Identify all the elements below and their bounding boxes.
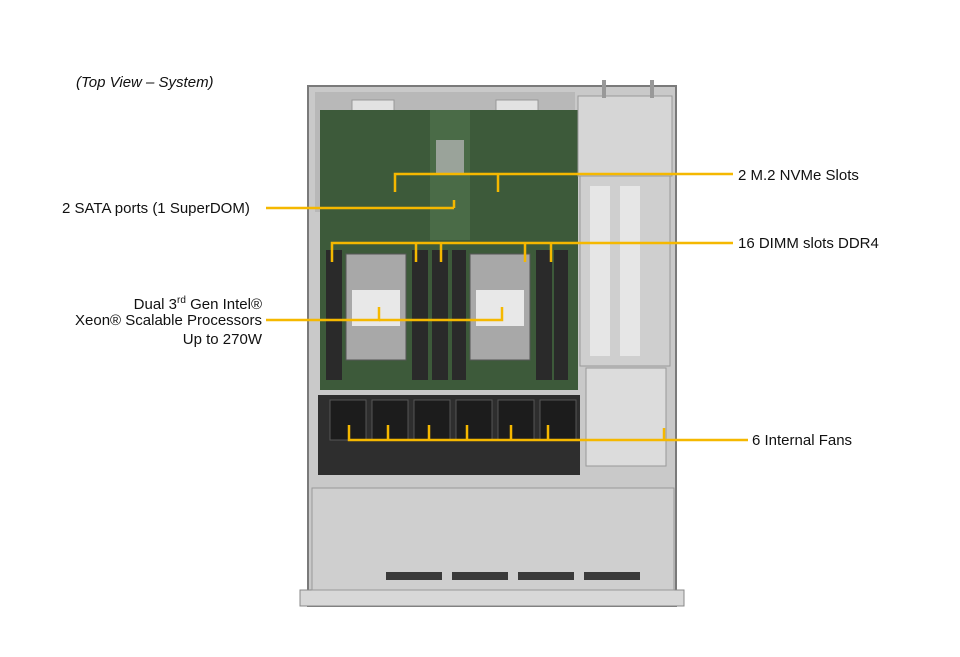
psu-cover [585,367,667,467]
sata-callout-label: 2 SATA ports (1 SuperDOM) [62,200,250,217]
cpu-callout-line3: Up to 270W [182,331,262,348]
m2-callout-label: 2 M.2 NVMe Slots [738,167,859,184]
dimm-callout-label: 16 DIMM slots DDR4 [738,235,879,252]
cpu-callout-line2: Xeon® Scalable Processors [75,312,262,329]
front-bezel [299,589,685,607]
callout-lines [266,172,748,442]
diagram-title: (Top View – System) [76,74,214,91]
chipset-heatsink [436,140,464,174]
dimm-bank [326,250,568,380]
fans-callout-label: 6 Internal Fans [752,432,853,449]
psu-top [577,95,673,177]
cpu-callout-line1: Dual 3rd Gen Intel® [133,295,262,313]
